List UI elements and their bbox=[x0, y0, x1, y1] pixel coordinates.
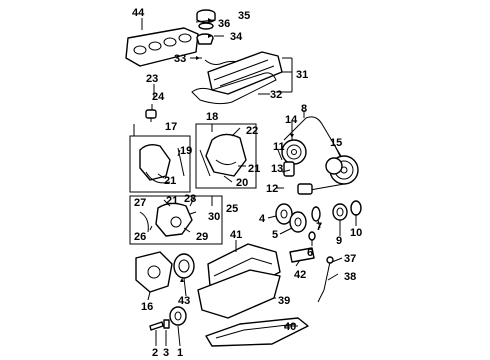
group-box-25 bbox=[129, 195, 223, 245]
callout-15: 15 bbox=[330, 137, 342, 149]
idler-pulley bbox=[275, 203, 293, 225]
callout-10: 10 bbox=[350, 227, 362, 239]
callout-20: 20 bbox=[236, 177, 248, 189]
crank-pulley-small bbox=[169, 306, 187, 326]
callout-40: 40 bbox=[284, 321, 296, 333]
callout-37: 37 bbox=[344, 253, 356, 265]
callout-32: 32 bbox=[270, 89, 282, 101]
oil-filter bbox=[173, 253, 195, 279]
bushing-10 bbox=[350, 200, 362, 216]
camshaft-sprocket bbox=[281, 139, 307, 165]
callout-44: 44 bbox=[132, 7, 145, 19]
breather-cap bbox=[196, 33, 214, 45]
callout-26: 26 bbox=[134, 231, 146, 243]
callout-36: 36 bbox=[218, 18, 230, 30]
bracket bbox=[289, 247, 315, 263]
washer-3 bbox=[163, 319, 170, 329]
callout-29: 29 bbox=[196, 231, 208, 243]
callout-35: 35 bbox=[238, 10, 250, 22]
callout-23: 23 bbox=[146, 73, 158, 85]
callout-21b: 21 bbox=[248, 163, 260, 175]
callout-33: 33 bbox=[174, 53, 186, 65]
callout-27: 27 bbox=[134, 197, 146, 209]
callout-22: 22 bbox=[246, 125, 258, 137]
timing-cover-left bbox=[139, 143, 185, 184]
callout-11: 11 bbox=[273, 141, 285, 153]
callout-9: 9 bbox=[336, 235, 342, 247]
callout-30: 30 bbox=[208, 211, 220, 223]
oil-pump-cover bbox=[139, 202, 193, 237]
group-box-17 bbox=[129, 135, 191, 193]
oil-pan bbox=[205, 317, 309, 347]
leader-lines bbox=[133, 18, 357, 347]
crankshaft-pulley bbox=[325, 155, 359, 185]
bushing-9 bbox=[332, 203, 348, 221]
callout-8: 8 bbox=[301, 103, 307, 115]
pcv-hose bbox=[204, 59, 239, 65]
callout-25: 25 bbox=[226, 203, 238, 215]
group-box-18 bbox=[195, 123, 257, 189]
callout-13: 13 bbox=[271, 163, 283, 175]
callout-12: 12 bbox=[266, 183, 278, 195]
callout-17: 17 bbox=[165, 121, 177, 133]
callout-28: 28 bbox=[184, 193, 196, 205]
callout-21c: 21 bbox=[166, 195, 178, 207]
callout-19: 19 bbox=[180, 145, 192, 157]
callout-2: 2 bbox=[152, 347, 158, 359]
callout-14: 14 bbox=[285, 114, 298, 126]
bolt-2 bbox=[149, 321, 164, 331]
callout-24: 24 bbox=[152, 91, 165, 103]
callout-41: 41 bbox=[230, 229, 242, 241]
callout-5: 5 bbox=[272, 229, 278, 241]
oil-filler-cap bbox=[196, 9, 216, 30]
dipstick bbox=[317, 261, 331, 303]
intake-manifold bbox=[125, 27, 199, 67]
callout-labels: 1 2 3 4 5 6 7 8 9 10 11 12 13 14 15 16 1… bbox=[132, 7, 362, 359]
sensor bbox=[145, 109, 157, 122]
callout-3: 3 bbox=[163, 347, 169, 359]
tensioner bbox=[283, 161, 313, 195]
callout-31: 31 bbox=[296, 69, 308, 81]
callout-4: 4 bbox=[259, 213, 266, 225]
oil-pump bbox=[135, 251, 173, 293]
crankshaft-gear bbox=[289, 206, 321, 241]
callout-39: 39 bbox=[278, 295, 290, 307]
callout-21a: 21 bbox=[164, 175, 176, 187]
callout-38: 38 bbox=[344, 271, 356, 283]
callout-42: 42 bbox=[294, 269, 306, 281]
valve-cover-gasket bbox=[191, 72, 277, 105]
callout-6: 6 bbox=[307, 247, 313, 259]
callout-18: 18 bbox=[206, 111, 218, 123]
callout-1: 1 bbox=[177, 347, 183, 359]
callout-43: 43 bbox=[178, 295, 190, 307]
callout-7: 7 bbox=[316, 221, 322, 233]
leader-arrowheads bbox=[180, 18, 294, 282]
callout-16: 16 bbox=[141, 301, 153, 313]
timing-cover-right bbox=[199, 133, 247, 177]
callout-34: 34 bbox=[230, 31, 243, 43]
